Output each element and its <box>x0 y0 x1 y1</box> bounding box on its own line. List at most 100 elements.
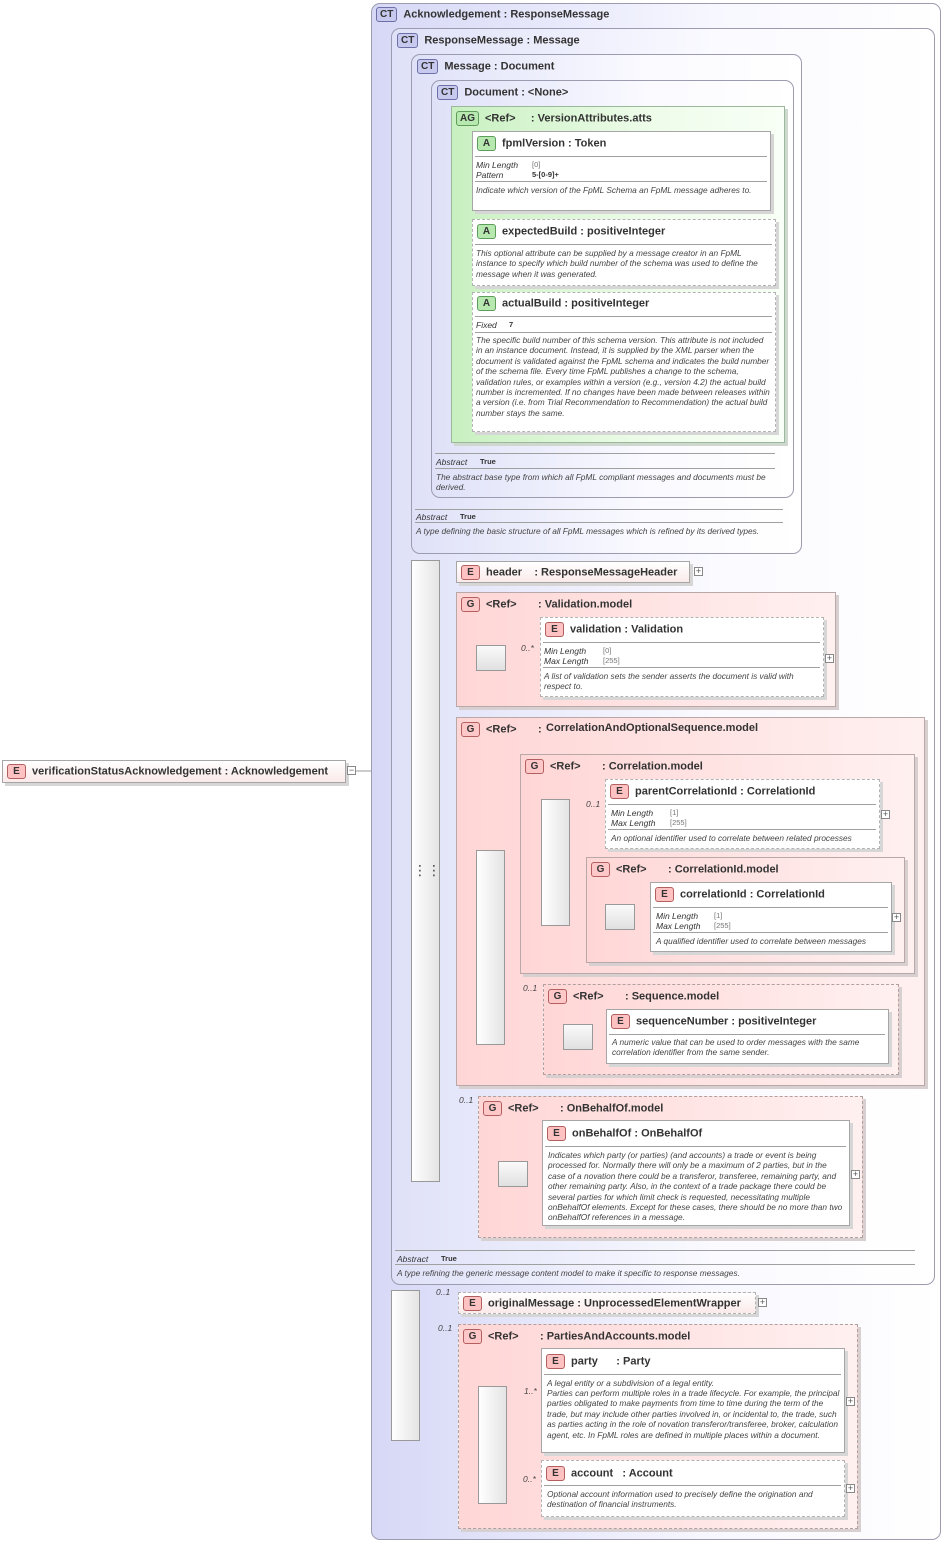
root-element[interactable] <box>2 760 346 783</box>
expand-icon[interactable]: + <box>846 1396 855 1406</box>
divider <box>475 181 767 182</box>
property-label: Max Length <box>611 818 656 828</box>
property-label: Min Length <box>544 646 587 656</box>
documentation: Parties can perform multiple roles in a … <box>547 1388 840 1440</box>
element-badge: E <box>461 565 480 580</box>
expected-build-attribute[interactable] <box>472 219 776 286</box>
occurrence: 0..1 <box>523 983 538 993</box>
account-element[interactable] <box>541 1460 845 1517</box>
property-label: Min Length <box>476 160 519 170</box>
documentation: A numeric value that can be used to orde… <box>612 1037 860 1058</box>
expand-icon[interactable]: + <box>825 653 834 663</box>
property-label: Max Length <box>544 656 589 666</box>
documentation: A legal entity or a subdivision of a leg… <box>547 1378 714 1388</box>
property-label: Pattern <box>476 170 504 180</box>
original-message-element[interactable] <box>458 1292 756 1314</box>
element-badge: E <box>610 784 629 799</box>
correlation-id-model-title: G<Ref> : CorrelationId.model <box>591 862 779 877</box>
property-value: [255] <box>714 921 731 930</box>
property-label: Max Length <box>656 921 701 931</box>
property-value: [255] <box>603 656 620 665</box>
sequence-icon <box>498 1161 528 1187</box>
occurrence: 0..* <box>521 643 534 653</box>
divider <box>435 468 775 469</box>
correlation-and-optional-sequence-title: G<Ref> : <box>461 722 542 737</box>
validation-model-title: G<Ref> : Validation.model <box>461 597 632 612</box>
attribute-badge: A <box>477 296 496 311</box>
choice-compositor <box>541 799 570 926</box>
expand-icon[interactable]: + <box>892 912 901 922</box>
documentation: An optional identifier used to correlate… <box>611 833 852 843</box>
divider <box>415 522 783 523</box>
element-badge: E <box>547 1126 566 1141</box>
sequence-compositor <box>476 850 505 1045</box>
occurrence: 0..1 <box>586 799 601 809</box>
property-value: [1] <box>714 911 723 920</box>
property-label: Min Length <box>611 808 654 818</box>
expand-icon[interactable]: + <box>758 1297 767 1307</box>
property-value: [0] <box>532 160 541 169</box>
property-value: [1] <box>670 808 679 817</box>
divider <box>435 453 775 454</box>
element-badge: E <box>463 1296 482 1311</box>
correlation-model-title: G<Ref> : Correlation.model <box>525 759 703 774</box>
attribute-group-title: AG<Ref> : VersionAttributes.atts <box>456 111 652 126</box>
sequence-number-element[interactable] <box>606 1009 889 1064</box>
property-value: 7 <box>509 320 514 329</box>
expand-icon[interactable]: + <box>846 1483 855 1493</box>
element-badge: E <box>546 1354 565 1369</box>
divider <box>395 1264 915 1265</box>
sequence-compositor <box>478 1386 507 1504</box>
parent-correlation-id-element[interactable] <box>605 779 880 849</box>
divider <box>543 667 820 668</box>
on-behalf-of-element[interactable] <box>542 1120 850 1226</box>
expand-icon[interactable]: + <box>881 809 890 819</box>
party-element[interactable] <box>541 1348 845 1453</box>
expand-icon[interactable]: + <box>851 1169 860 1179</box>
validation-element[interactable] <box>540 617 824 697</box>
complex-type-badge: CT <box>417 59 439 74</box>
divider <box>545 1146 846 1147</box>
expand-icon[interactable]: + <box>694 566 703 576</box>
group-badge: G <box>461 597 480 612</box>
divider <box>475 332 772 333</box>
documentation: A qualified identifier used to correlate… <box>656 936 867 946</box>
documentation: The specific build number of this schema… <box>476 335 770 418</box>
group-badge: G <box>525 759 544 774</box>
property-value: True <box>480 457 496 466</box>
sequence-icon <box>563 1024 593 1050</box>
fpml-version-attribute[interactable] <box>472 131 771 211</box>
documentation: A type defining the basic structure of a… <box>416 526 760 536</box>
header-element[interactable] <box>456 561 690 583</box>
occurrence: 0..* <box>523 1474 536 1484</box>
property-label: Abstract <box>416 512 448 522</box>
divider <box>653 932 888 933</box>
documentation: A type refining the generic message cont… <box>397 1268 740 1278</box>
group-badge: G <box>548 989 567 1004</box>
collapse-icon[interactable]: − <box>347 765 356 775</box>
group-badge: G <box>591 862 610 877</box>
actual-build-attribute[interactable] <box>472 292 776 432</box>
sequence-icon <box>476 645 506 671</box>
property-value: 5-[0-9]+ <box>532 170 559 179</box>
divider <box>544 1374 841 1375</box>
attribute-badge: A <box>477 136 496 151</box>
sequence-icon: ⋮⋮ <box>413 862 441 878</box>
group-badge: G <box>461 722 480 737</box>
correlation-id-element[interactable] <box>650 882 892 952</box>
sequence-compositor <box>411 560 440 1182</box>
occurrence: 1..* <box>524 1386 537 1396</box>
divider <box>395 1250 915 1251</box>
element-badge: E <box>655 887 674 902</box>
divider <box>608 829 876 830</box>
